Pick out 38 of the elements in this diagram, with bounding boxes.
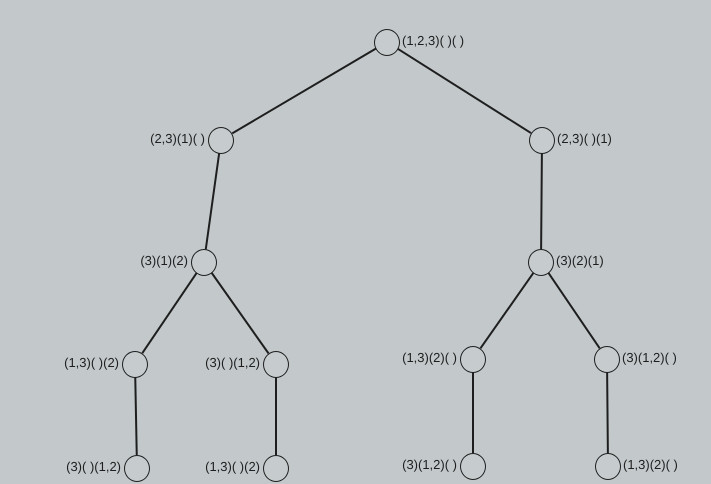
state-label: (1,2,3)( )( ) xyxy=(402,33,464,49)
tree-branch-line xyxy=(141,272,198,354)
tree-branch-line xyxy=(210,272,270,354)
state-label: (1,3)( )(2) xyxy=(205,459,260,475)
state-circle xyxy=(460,346,486,373)
state-circle xyxy=(528,249,554,276)
tree-branch-line xyxy=(204,152,220,250)
state-circle xyxy=(594,346,620,373)
tree-branch-line xyxy=(540,152,543,250)
state-circle xyxy=(374,29,400,56)
state-label: (2,3)(1)( ) xyxy=(150,131,205,147)
tree-branch-line xyxy=(134,376,138,456)
state-circle xyxy=(263,351,289,378)
state-circle xyxy=(122,351,148,378)
tree-branch-line xyxy=(232,48,376,134)
state-circle xyxy=(595,453,621,480)
state-label: (3)(1,2)( ) xyxy=(402,457,457,473)
state-label: (1,3)( )(2) xyxy=(64,355,119,371)
tree-branch-line xyxy=(275,377,277,455)
state-label: (3)( )(1,2) xyxy=(205,355,260,371)
state-label: (3)( )(1,2) xyxy=(66,459,121,475)
state-circle xyxy=(124,455,150,482)
tree-branch-line xyxy=(547,272,601,349)
state-circle xyxy=(263,455,289,482)
state-label: (1,3)(2)( ) xyxy=(623,457,678,473)
state-label: (3)(1)(2) xyxy=(140,253,188,269)
state-circle xyxy=(191,249,217,276)
tree-branch-line xyxy=(397,48,532,134)
state-circle xyxy=(460,453,486,480)
tree-branch-line xyxy=(472,372,474,453)
state-circle xyxy=(208,127,234,154)
tree-branch-line xyxy=(606,372,609,454)
state-circle xyxy=(529,127,555,154)
state-label: (3)(1,2)( ) xyxy=(622,350,677,366)
tree-branch-line xyxy=(480,272,534,349)
state-label: (3)(2)(1) xyxy=(556,253,604,269)
state-label: (2,3)( )(1) xyxy=(557,131,612,147)
state-label: (1,3)(2)( ) xyxy=(402,350,457,366)
